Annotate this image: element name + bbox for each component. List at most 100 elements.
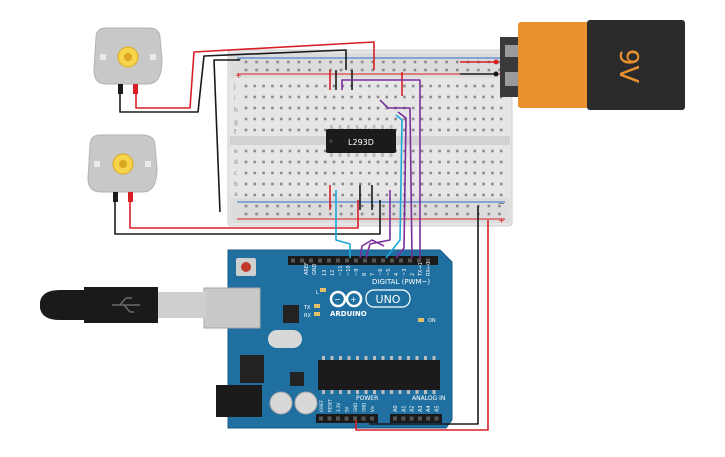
breadboard-hole[interactable] — [473, 193, 477, 197]
breadboard-hole[interactable] — [455, 182, 459, 186]
header-hole[interactable] — [319, 416, 323, 421]
header-hole[interactable] — [309, 258, 313, 263]
breadboard-hole[interactable] — [271, 149, 274, 153]
rail-hole[interactable] — [286, 68, 290, 72]
breadboard-hole[interactable] — [367, 171, 371, 175]
breadboard-hole[interactable] — [376, 117, 380, 121]
breadboard-hole[interactable] — [279, 128, 283, 132]
breadboard-hole[interactable] — [306, 149, 309, 153]
breadboard-hole[interactable] — [482, 84, 485, 88]
breadboard-hole[interactable] — [464, 106, 468, 110]
breadboard-hole[interactable] — [350, 193, 353, 197]
breadboard-hole[interactable] — [332, 171, 336, 175]
breadboard-hole[interactable] — [464, 171, 468, 175]
rail-hole[interactable] — [498, 204, 501, 208]
rail-hole[interactable] — [329, 60, 332, 64]
rail-hole[interactable] — [244, 204, 248, 208]
header-hole[interactable] — [291, 258, 295, 263]
breadboard-hole[interactable] — [244, 117, 248, 121]
breadboard-hole[interactable] — [376, 182, 380, 186]
breadboard-hole[interactable] — [394, 160, 397, 164]
breadboard-hole[interactable] — [367, 182, 371, 186]
breadboard-hole[interactable] — [359, 182, 362, 186]
rail-hole[interactable] — [308, 212, 311, 216]
breadboard-hole[interactable] — [473, 84, 477, 88]
breadboard-hole[interactable] — [315, 95, 318, 99]
breadboard-hole[interactable] — [297, 160, 301, 164]
breadboard-hole[interactable] — [429, 95, 433, 99]
breadboard-hole[interactable] — [253, 149, 257, 153]
header-hole[interactable] — [426, 258, 430, 263]
rail-hole[interactable] — [360, 212, 364, 216]
breadboard-hole[interactable] — [253, 106, 257, 110]
rail-hole[interactable] — [286, 60, 290, 64]
breadboard-hole[interactable] — [350, 117, 353, 121]
breadboard-hole[interactable] — [332, 117, 336, 121]
breadboard-hole[interactable] — [411, 117, 415, 121]
rail-hole[interactable] — [477, 68, 480, 72]
dc-motor-top[interactable] — [93, 27, 163, 94]
breadboard-hole[interactable] — [297, 95, 301, 99]
header-hole[interactable] — [426, 416, 431, 421]
header-hole[interactable] — [381, 258, 385, 263]
breadboard-hole[interactable] — [438, 171, 441, 175]
breadboard-hole[interactable] — [447, 84, 450, 88]
breadboard-hole[interactable] — [271, 171, 274, 175]
breadboard-hole[interactable] — [464, 117, 468, 121]
rail-hole[interactable] — [265, 212, 269, 216]
breadboard-hole[interactable] — [244, 182, 248, 186]
breadboard-hole[interactable] — [323, 84, 327, 88]
breadboard-hole[interactable] — [288, 193, 292, 197]
breadboard-hole[interactable] — [341, 171, 345, 175]
rail-hole[interactable] — [339, 212, 343, 216]
breadboard-hole[interactable] — [394, 193, 397, 197]
breadboard-hole[interactable] — [491, 106, 494, 110]
breadboard-hole[interactable] — [271, 160, 274, 164]
breadboard-hole[interactable] — [306, 95, 309, 99]
breadboard-hole[interactable] — [447, 149, 450, 153]
rail-hole[interactable] — [276, 212, 279, 216]
breadboard-hole[interactable] — [394, 182, 397, 186]
rail-hole[interactable] — [339, 68, 343, 72]
rail-hole[interactable] — [286, 204, 290, 208]
breadboard-hole[interactable] — [279, 117, 283, 121]
breadboard-hole[interactable] — [464, 84, 468, 88]
rail-hole[interactable] — [244, 68, 248, 72]
breadboard-hole[interactable] — [271, 193, 274, 197]
breadboard-hole[interactable] — [455, 171, 459, 175]
dc-motor-bottom[interactable] — [87, 134, 158, 202]
rail-hole[interactable] — [350, 60, 353, 64]
rail-hole[interactable] — [487, 212, 491, 216]
breadboard-hole[interactable] — [429, 149, 433, 153]
breadboard-hole[interactable] — [306, 128, 309, 132]
header-hole[interactable] — [401, 416, 406, 421]
breadboard-hole[interactable] — [279, 149, 283, 153]
breadboard-hole[interactable] — [253, 160, 257, 164]
breadboard-hole[interactable] — [464, 95, 468, 99]
usb-cable[interactable] — [40, 287, 206, 323]
breadboard-hole[interactable] — [376, 160, 380, 164]
breadboard-hole[interactable] — [482, 106, 485, 110]
rail-hole[interactable] — [392, 212, 396, 216]
header-hole[interactable] — [354, 258, 358, 263]
rail-hole[interactable] — [455, 60, 459, 64]
breadboard-hole[interactable] — [244, 95, 248, 99]
rail-hole[interactable] — [286, 212, 290, 216]
breadboard-hole[interactable] — [385, 160, 389, 164]
header-hole[interactable] — [336, 416, 340, 421]
breadboard-hole[interactable] — [482, 117, 485, 121]
rail-hole[interactable] — [276, 204, 279, 208]
breadboard-hole[interactable] — [315, 171, 318, 175]
breadboard-hole[interactable] — [306, 171, 309, 175]
breadboard-hole[interactable] — [403, 149, 406, 153]
breadboard-hole[interactable] — [315, 117, 318, 121]
breadboard-hole[interactable] — [253, 193, 257, 197]
breadboard-hole[interactable] — [367, 193, 371, 197]
breadboard-hole[interactable] — [438, 84, 441, 88]
breadboard-hole[interactable] — [411, 128, 415, 132]
breadboard-hole[interactable] — [420, 95, 424, 99]
rail-hole[interactable] — [445, 68, 448, 72]
breadboard-hole[interactable] — [385, 117, 389, 121]
breadboard-hole[interactable] — [376, 106, 380, 110]
breadboard-hole[interactable] — [253, 95, 257, 99]
